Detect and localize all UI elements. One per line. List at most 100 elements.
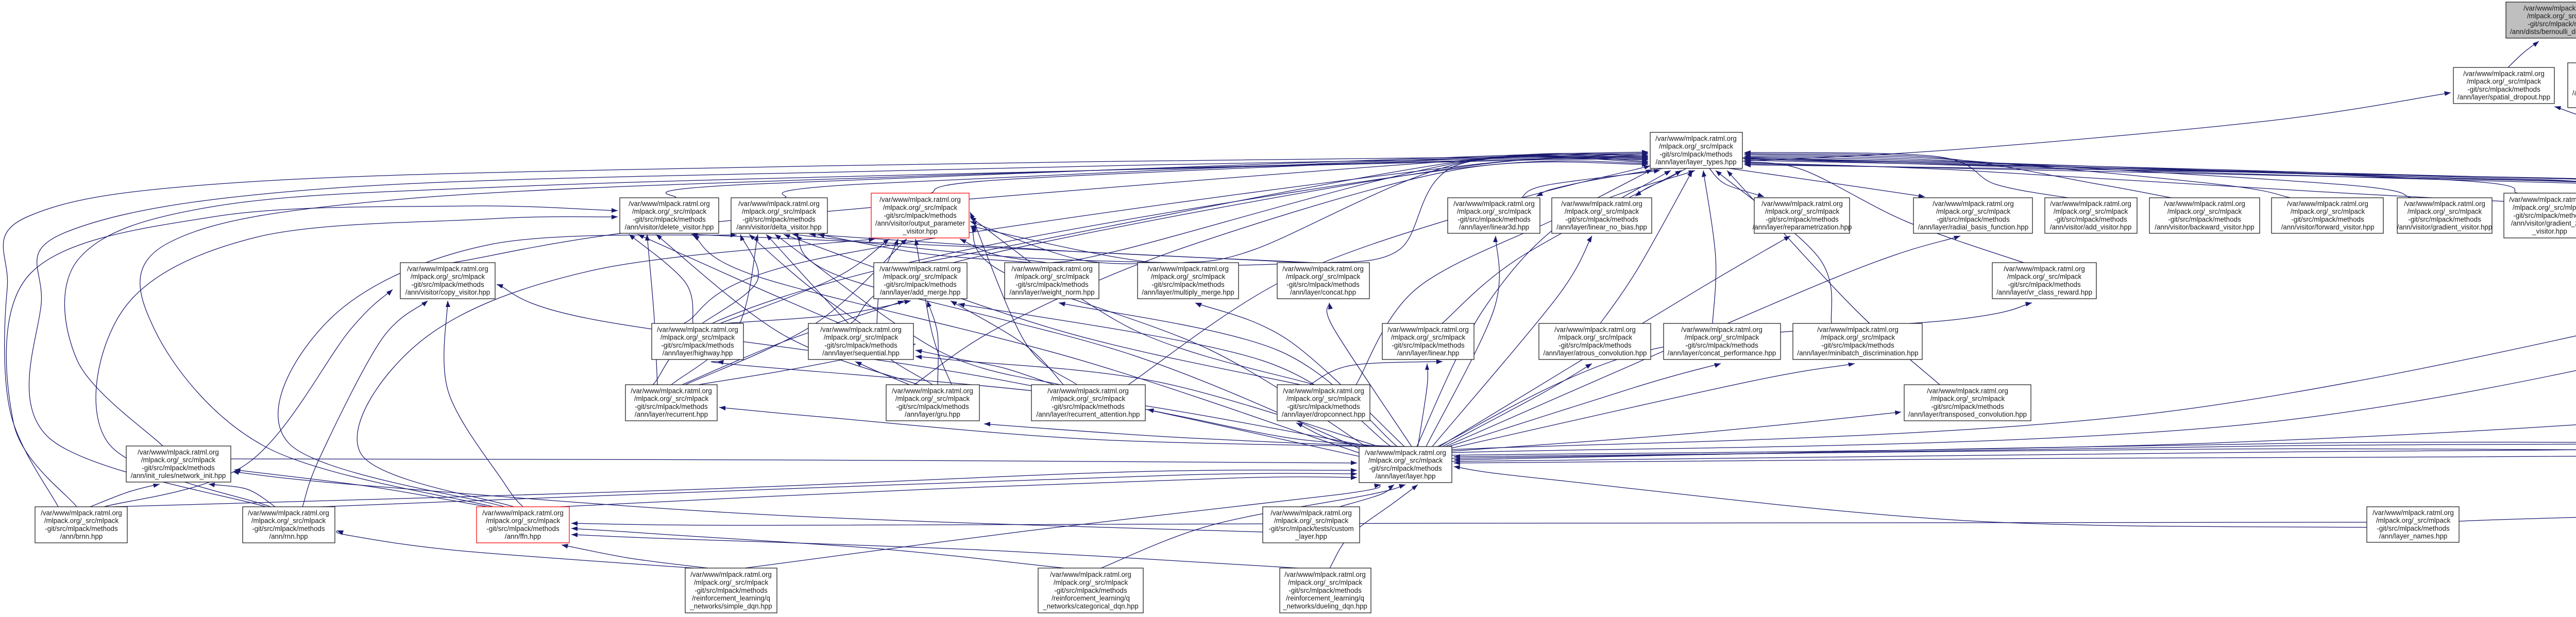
svg-text:-git/src/mlpack/methods: -git/src/mlpack/methods xyxy=(824,341,897,349)
svg-text:/ann/layer/reparametrization.h: /ann/layer/reparametrization.hpp xyxy=(1753,224,1852,231)
svg-text:-git/src/mlpack/methods: -git/src/mlpack/methods xyxy=(1369,465,1442,472)
svg-text:-git/src/mlpack/methods: -git/src/mlpack/methods xyxy=(1659,150,1733,158)
svg-text:-git/src/mlpack/methods: -git/src/mlpack/methods xyxy=(1287,403,1360,410)
svg-text:/ann/layer/linear_no_bias.hpp: /ann/layer/linear_no_bias.hpp xyxy=(1556,224,1647,231)
svg-text:-git/src/mlpack/methods: -git/src/mlpack/methods xyxy=(896,403,969,410)
svg-text:_layer.hpp: _layer.hpp xyxy=(1295,533,1327,540)
svg-text:/ann/visitor/delete_visitor.hp: /ann/visitor/delete_visitor.hpp xyxy=(625,224,714,231)
svg-text:/mlpack.org/_src/mlpack: /mlpack.org/_src/mlpack xyxy=(634,395,709,403)
svg-text:-git/src/mlpack/methods: -git/src/mlpack/methods xyxy=(742,215,816,223)
svg-text:/mlpack.org/_src/mlpack: /mlpack.org/_src/mlpack xyxy=(2167,208,2242,215)
svg-text:/var/www/mlpack.ratml.org: /var/www/mlpack.ratml.org xyxy=(738,200,820,208)
svg-text:/ann/ffn.hpp: /ann/ffn.hpp xyxy=(505,533,541,540)
svg-text:/ann/brnn.hpp: /ann/brnn.hpp xyxy=(60,533,103,540)
svg-text:_networks/simple_dqn.hpp: _networks/simple_dqn.hpp xyxy=(689,602,772,610)
svg-text:/ann/layer/concat.hpp: /ann/layer/concat.hpp xyxy=(1290,288,1356,296)
svg-text:-git/src/mlpack/methods: -git/src/mlpack/methods xyxy=(1821,341,1894,349)
svg-text:-git/src/mlpack/methods: -git/src/mlpack/methods xyxy=(142,464,215,472)
svg-text:/var/www/mlpack.ratml.org: /var/www/mlpack.ratml.org xyxy=(2372,509,2454,517)
svg-text:/mlpack.org/_src/mlpack: /mlpack.org/_src/mlpack xyxy=(694,579,769,587)
svg-text:/ann/layer/recurrent.hpp: /ann/layer/recurrent.hpp xyxy=(635,410,708,418)
svg-text:/ann/visitor/gradient_zero: /ann/visitor/gradient_zero xyxy=(2511,219,2576,227)
svg-text:/var/www/mlpack.ratml.org: /var/www/mlpack.ratml.org xyxy=(1761,200,1843,208)
svg-text:-git/src/mlpack/methods: -git/src/mlpack/methods xyxy=(1685,341,1758,349)
svg-text:-git/src/mlpack/methods: -git/src/mlpack/methods xyxy=(1937,215,2010,223)
svg-text:/reinforcement_learning/q: /reinforcement_learning/q xyxy=(692,594,770,602)
svg-text:/mlpack.org/_src/mlpack: /mlpack.org/_src/mlpack xyxy=(1286,273,1361,281)
svg-text:/mlpack.org/_src/mlpack: /mlpack.org/_src/mlpack xyxy=(895,395,970,403)
svg-text:/var/www/mlpack.ratml.org: /var/www/mlpack.ratml.org xyxy=(482,509,564,517)
svg-text:/mlpack.org/_src/mlpack: /mlpack.org/_src/mlpack xyxy=(1930,395,2005,403)
svg-text:-git/src/mlpack/methods: -git/src/mlpack/methods xyxy=(2408,215,2481,223)
svg-text:-git/src/mlpack/methods: -git/src/mlpack/methods xyxy=(694,587,768,594)
svg-text:-git/src/mlpack/methods: -git/src/mlpack/methods xyxy=(1565,215,1638,223)
svg-text:/mlpack.org/_src/mlpack: /mlpack.org/_src/mlpack xyxy=(632,208,707,215)
svg-text:/mlpack.org/_src/mlpack: /mlpack.org/_src/mlpack xyxy=(251,517,326,525)
svg-text:/mlpack.org/_src/mlpack: /mlpack.org/_src/mlpack xyxy=(1457,208,1532,215)
svg-text:-git/src/mlpack/methods: -git/src/mlpack/methods xyxy=(884,281,957,288)
svg-text:/mlpack.org/_src/mlpack: /mlpack.org/_src/mlpack xyxy=(1274,517,1349,525)
svg-text:/ann/layer/weight_norm.hpp: /ann/layer/weight_norm.hpp xyxy=(1009,288,1094,296)
svg-text:-git/src/mlpack/methods: -git/src/mlpack/methods xyxy=(661,341,734,349)
svg-text:-git/src/mlpack/methods: -git/src/mlpack/methods xyxy=(2467,85,2540,93)
svg-text:-git/src/mlpack/methods: -git/src/mlpack/methods xyxy=(1286,281,1360,288)
svg-text:/var/www/mlpack.ratml.org: /var/www/mlpack.ratml.org xyxy=(1047,387,1129,395)
svg-text:-git/src/mlpack/methods: -git/src/mlpack/methods xyxy=(1052,403,1125,410)
svg-text:/mlpack.org/_src/mlpack: /mlpack.org/_src/mlpack xyxy=(1659,143,1734,150)
svg-text:/ann/layer/linear.hpp: /ann/layer/linear.hpp xyxy=(1397,349,1460,357)
svg-text:_networks/categorical_dqn.hpp: _networks/categorical_dqn.hpp xyxy=(1042,602,1138,610)
svg-text:/var/www/mlpack.ratml.org: /var/www/mlpack.ratml.org xyxy=(892,387,973,395)
svg-text:/var/www/mlpack.ratml.org: /var/www/mlpack.ratml.org xyxy=(2004,265,2085,272)
svg-text:/ann/layer/minibatch_discrimin: /ann/layer/minibatch_discrimination.hpp xyxy=(1797,349,1918,357)
svg-text:/var/www/mlpack.ratml.org: /var/www/mlpack.ratml.org xyxy=(629,200,710,208)
svg-text:/var/www/mlpack.ratml.org: /var/www/mlpack.ratml.org xyxy=(2164,200,2245,208)
svg-text:/var/www/mlpack.ratml.org: /var/www/mlpack.ratml.org xyxy=(1282,265,1364,272)
svg-text:/mlpack.org/_src/mlpack: /mlpack.org/_src/mlpack xyxy=(2376,517,2451,524)
svg-text:/mlpack.org/_src/mlpack: /mlpack.org/_src/mlpack xyxy=(1558,334,1633,341)
svg-text:/mlpack.org/_src/mlpack: /mlpack.org/_src/mlpack xyxy=(1685,334,1759,341)
svg-text:/mlpack.org/_src/mlpack: /mlpack.org/_src/mlpack xyxy=(2513,204,2576,212)
svg-text:/ann/layer/dropconnect.hpp: /ann/layer/dropconnect.hpp xyxy=(1282,410,1365,418)
svg-text:/mlpack.org/_src/mlpack: /mlpack.org/_src/mlpack xyxy=(2054,208,2128,215)
svg-text:/mlpack.org/_src/mlpack: /mlpack.org/_src/mlpack xyxy=(1765,208,1840,215)
svg-text:/var/www/mlpack.ratml.org: /var/www/mlpack.ratml.org xyxy=(1554,325,1636,333)
svg-text:/ann/layer/sequential.hpp: /ann/layer/sequential.hpp xyxy=(822,349,900,357)
svg-text:-git/src/mlpack/methods: -git/src/mlpack/methods xyxy=(1931,403,2004,410)
svg-text:/ann/layer/spatial_dropout.hpp: /ann/layer/spatial_dropout.hpp xyxy=(2458,93,2550,101)
svg-text:/ann/layer/atrous_convolution.: /ann/layer/atrous_convolution.hpp xyxy=(1544,349,1647,357)
svg-text:/var/www/mlpack.ratml.org: /var/www/mlpack.ratml.org xyxy=(1817,325,1899,333)
svg-text:/ann/init_rules/network_init.h: /ann/init_rules/network_init.hpp xyxy=(131,472,226,479)
svg-text:/ann/dists/bernoulli_distribut: /ann/dists/bernoulli_distribution.hpp xyxy=(2510,28,2576,36)
svg-text:/ann/layer/linear3d.hpp: /ann/layer/linear3d.hpp xyxy=(1459,224,1529,231)
svg-text:-git/src/mlpack/methods: -git/src/mlpack/methods xyxy=(411,281,484,288)
svg-text:/ann/visitor/forward_visitor.h: /ann/visitor/forward_visitor.hpp xyxy=(2281,224,2375,231)
svg-text:/mlpack.org/_src/mlpack: /mlpack.org/_src/mlpack xyxy=(2007,273,2082,281)
svg-text:/ann/visitor/gradient_visitor.: /ann/visitor/gradient_visitor.hpp xyxy=(2397,224,2493,231)
svg-text:/mlpack.org/_src/mlpack: /mlpack.org/_src/mlpack xyxy=(44,517,119,525)
svg-text:/mlpack.org/_src/mlpack: /mlpack.org/_src/mlpack xyxy=(1054,579,1128,587)
svg-text:/mlpack.org/_src/mlpack: /mlpack.org/_src/mlpack xyxy=(824,334,899,341)
svg-text:/ann/layer/radial_basis_functi: /ann/layer/radial_basis_function.hpp xyxy=(1918,224,2028,231)
svg-text:/mlpack.org/_src/mlpack: /mlpack.org/_src/mlpack xyxy=(1821,334,1895,341)
svg-text:/var/www/mlpack.ratml.org: /var/www/mlpack.ratml.org xyxy=(1011,265,1093,272)
svg-text:-git/src/mlpack/methods: -git/src/mlpack/methods xyxy=(1015,281,1089,288)
svg-text:/var/www/mlpack.ratml.org: /var/www/mlpack.ratml.org xyxy=(1933,200,2014,208)
svg-text:-git/src/mlpack/methods: -git/src/mlpack/methods xyxy=(2168,215,2241,223)
svg-text:/ann/visitor/copy_visitor.hpp: /ann/visitor/copy_visitor.hpp xyxy=(405,288,490,296)
svg-text:-git/src/mlpack/methods: -git/src/mlpack/methods xyxy=(45,525,118,533)
svg-text:/var/www/mlpack.ratml.org: /var/www/mlpack.ratml.org xyxy=(879,196,961,203)
svg-text:/var/www/mlpack.ratml.org: /var/www/mlpack.ratml.org xyxy=(1681,325,1762,333)
svg-text:-git/src/mlpack/methods: -git/src/mlpack/methods xyxy=(1392,341,1465,349)
svg-text:/var/www/mlpack.ratml.org: /var/www/mlpack.ratml.org xyxy=(1655,134,1737,142)
svg-text:/ann/layer/add_merge.hpp: /ann/layer/add_merge.hpp xyxy=(880,288,960,296)
svg-text:/var/www/mlpack.ratml.org: /var/www/mlpack.ratml.org xyxy=(1453,200,1535,208)
svg-text:/var/www/mlpack.ratml.org: /var/www/mlpack.ratml.org xyxy=(248,509,329,517)
svg-text:/ann/layer/gru.hpp: /ann/layer/gru.hpp xyxy=(905,410,960,418)
svg-text:/ann/layer/recurrent_attention: /ann/layer/recurrent_attention.hpp xyxy=(1037,410,1140,418)
svg-text:-git/src/mlpack/methods: -git/src/mlpack/methods xyxy=(633,215,706,223)
svg-text:/mlpack.org/_src/mlpack: /mlpack.org/_src/mlpack xyxy=(2408,208,2482,215)
svg-text:/mlpack.org/_src/mlpack: /mlpack.org/_src/mlpack xyxy=(742,208,817,215)
svg-text:/mlpack.org/_src/mlpack: /mlpack.org/_src/mlpack xyxy=(1565,208,1639,215)
svg-text:/ann/layer/vr_class_reward.hpp: /ann/layer/vr_class_reward.hpp xyxy=(1996,288,2092,296)
svg-text:/var/www/mlpack.ratml.org: /var/www/mlpack.ratml.org xyxy=(1147,265,1229,272)
